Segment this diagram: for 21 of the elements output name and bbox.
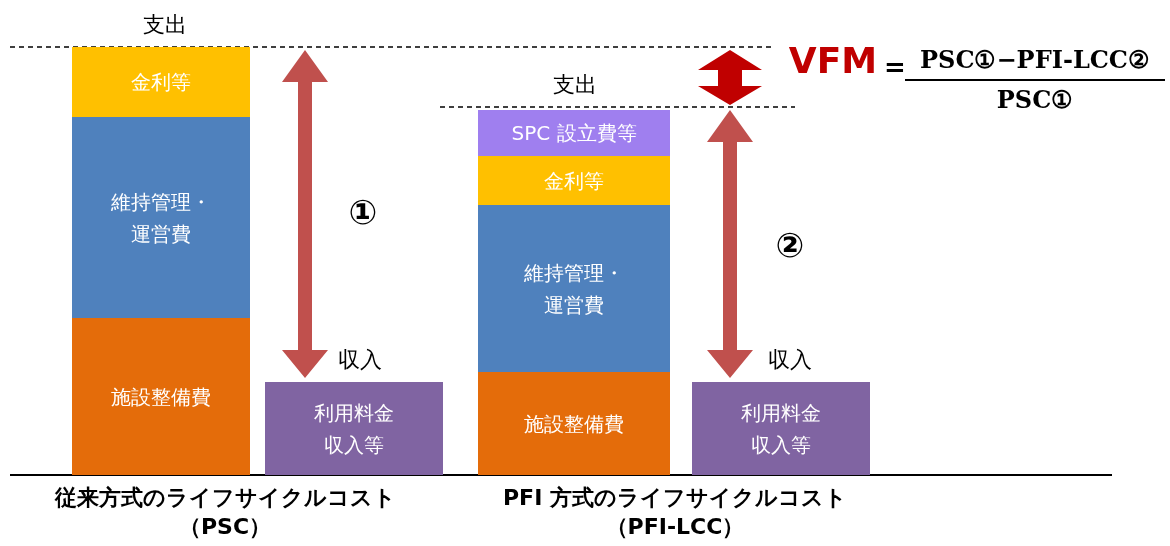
revenue-block: 利用料金収入等 — [265, 382, 443, 475]
callout-number: ① — [347, 192, 379, 232]
revenue-block: 利用料金収入等 — [692, 382, 870, 475]
cost-block: 施設整備費 — [478, 372, 670, 475]
cost-block: SPC 設立費等 — [478, 110, 670, 156]
formula-text: = — [884, 52, 904, 82]
formula-text: VFM — [787, 40, 879, 81]
axis-label: 収入 — [767, 346, 813, 374]
cost-block: 施設整備費 — [72, 318, 250, 475]
cost-block: 維持管理・運営費 — [478, 205, 670, 372]
chart-caption: 従来方式のライフサイクルコスト（PSC） — [53, 484, 397, 541]
axis-label: 収入 — [337, 346, 383, 374]
cost-block: 金利等 — [478, 156, 670, 205]
axis-label: 支出 — [142, 11, 188, 39]
cost-block: 金利等 — [72, 47, 250, 117]
chart-caption: PFI 方式のライフサイクルコスト（PFI-LCC） — [502, 484, 848, 541]
formula-text: PSC①−PFI-LCC② — [919, 45, 1151, 74]
formula-text: PSC① — [995, 85, 1075, 114]
cost-block: 維持管理・運営費 — [72, 117, 250, 318]
callout-number: ② — [774, 225, 806, 265]
axis-label: 支出 — [552, 71, 598, 99]
